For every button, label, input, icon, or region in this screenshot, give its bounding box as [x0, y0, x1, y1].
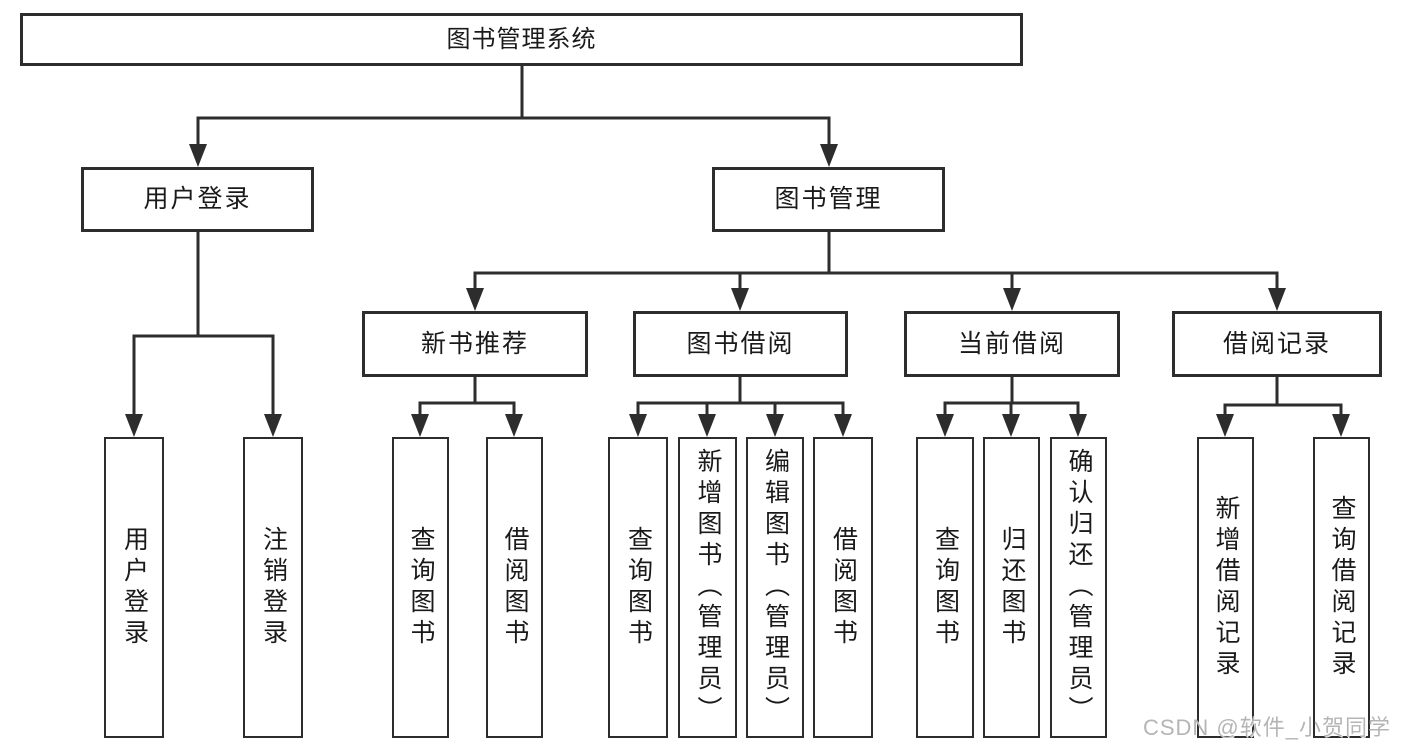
leaf-borrow-books: 借阅图书 — [813, 437, 873, 738]
leaf-borrow-books-recommend: 借阅图书 — [486, 437, 543, 738]
csdn-watermark: CSDN @软件_小贺同学 — [1142, 715, 1391, 740]
leaf-user-login: 用户登录 — [104, 437, 164, 738]
arrowheads — [125, 144, 1350, 437]
node-borrow-records: 借阅记录 — [1172, 311, 1382, 377]
node-current-borrow: 当前借阅 — [904, 311, 1120, 377]
leaf-query-borrow-record: 查询借阅记录 — [1313, 437, 1370, 738]
node-user-login: 用户登录 — [81, 167, 314, 232]
node-root-library-system: 图书管理系统 — [20, 13, 1023, 66]
leaf-return-book: 归还图书 — [983, 437, 1040, 738]
leaf-logout: 注销登录 — [243, 437, 303, 738]
node-book-management: 图书管理 — [712, 167, 945, 232]
leaf-query-books-borrow: 查询图书 — [608, 437, 668, 738]
node-book-borrow: 图书借阅 — [633, 311, 848, 377]
leaf-query-books-recommend: 查询图书 — [392, 437, 449, 738]
leaf-query-books-current: 查询图书 — [916, 437, 974, 738]
leaf-edit-book-admin: 编辑图书（管理员） — [746, 437, 804, 738]
leaf-add-borrow-record: 新增借阅记录 — [1197, 437, 1254, 738]
leaf-add-book-admin: 新增图书（管理员） — [678, 437, 737, 738]
node-new-book-recommend: 新书推荐 — [362, 311, 588, 377]
leaf-confirm-return-admin: 确认归还（管理员） — [1050, 437, 1107, 738]
